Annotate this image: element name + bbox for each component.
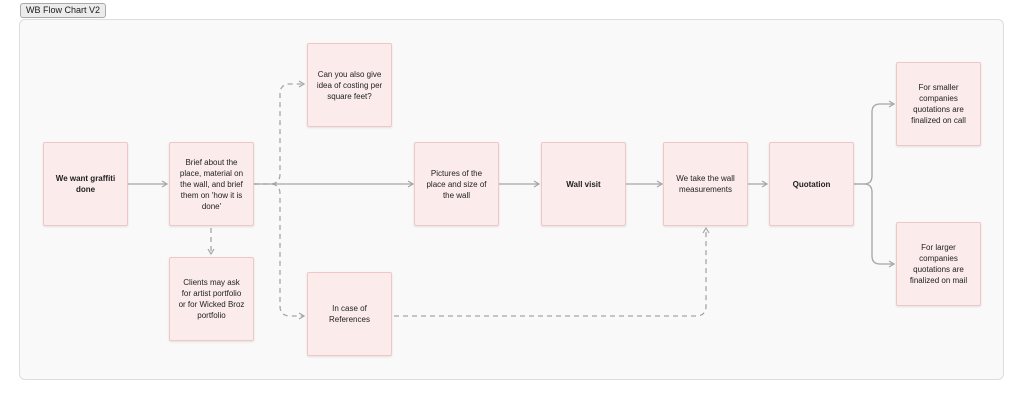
node-smaller-companies[interactable]: For smaller companies quotations are fin…	[896, 62, 981, 146]
arrow-quotation-to-smaller	[854, 100, 896, 185]
dashed-arrow-references-to-measurements	[394, 226, 710, 317]
node-portfolio[interactable]: Clients may ask for artist portfolio or …	[169, 257, 254, 341]
node-pictures[interactable]: Pictures of the place and size of the wa…	[414, 142, 499, 226]
dashed-arrow-brief-to-references	[254, 183, 306, 320]
node-wall-visit[interactable]: Wall visit	[541, 142, 626, 226]
frame-label[interactable]: WB Flow Chart V2	[20, 3, 107, 18]
node-costing[interactable]: Can you also give idea of costing per sq…	[307, 43, 392, 127]
node-measurements[interactable]: We take the wall measurements	[663, 142, 748, 226]
node-we-want-graffiti[interactable]: We want graffiti done	[43, 142, 128, 226]
dashed-arrow-brief-to-costing	[254, 80, 306, 185]
node-brief[interactable]: Brief about the place, material on the w…	[169, 142, 254, 226]
node-quotation[interactable]: Quotation	[769, 142, 854, 226]
node-references[interactable]: In case of References	[307, 272, 392, 356]
node-larger-companies[interactable]: For larger companies quotations are fina…	[896, 222, 981, 306]
arrow-quotation-to-larger	[854, 183, 896, 268]
